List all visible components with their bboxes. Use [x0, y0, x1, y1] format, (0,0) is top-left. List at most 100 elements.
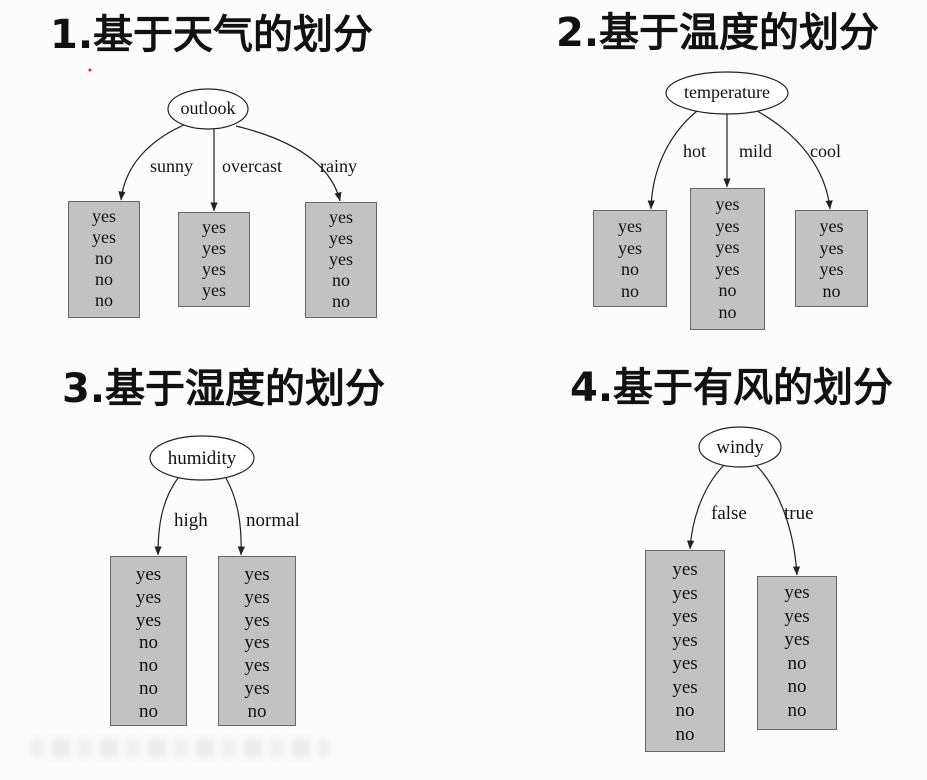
leaf-item-yes: yes: [329, 228, 353, 248]
leaf-item-yes: yes: [715, 258, 740, 279]
leaf-item-yes: yes: [672, 653, 698, 674]
leaf-item-yes: yes: [202, 259, 226, 279]
leaf-item-yes: yes: [244, 655, 270, 677]
leaf-item-no: no: [621, 280, 639, 301]
arrow-sunny: [118, 124, 185, 201]
leaf-item-no: no: [332, 270, 350, 290]
leaf-item-yes: yes: [202, 217, 226, 237]
leaf-item-yes: yes: [92, 206, 116, 226]
tree-temperature: temperature hot mild cool: [647, 71, 841, 210]
node-label-temperature: temperature: [684, 82, 770, 102]
panel-title: 4.基于有风的划分: [570, 365, 894, 411]
leaf-item-yes: yes: [618, 237, 642, 258]
leaf-item-yes: yes: [92, 227, 116, 247]
red-dot: [88, 68, 92, 72]
leaf-item-yes: yes: [784, 605, 810, 627]
leaf-item-yes: yes: [715, 194, 740, 214]
leaf-item-no: no: [718, 280, 737, 301]
tree-outlook: outlook sunny overcast rainy: [118, 88, 357, 212]
leaf-item-yes: yes: [244, 586, 270, 608]
leaf-item-yes: yes: [715, 237, 740, 258]
leaf-item-yes: yes: [202, 238, 226, 258]
tree-windy: windy false true: [686, 426, 814, 576]
leaf-item-yes: yes: [244, 677, 270, 699]
leaf-item-yes: yes: [715, 215, 740, 236]
node-humidity: [149, 435, 255, 481]
leaf-item-yes: yes: [784, 629, 810, 650]
node-outlook: [167, 88, 249, 130]
branch-label-overcast: overcast: [222, 156, 282, 176]
leaf-item-yes: yes: [784, 582, 810, 603]
leaf-item-yes: yes: [202, 280, 226, 300]
arrow-cool: [756, 110, 833, 210]
node-temperature: [665, 71, 789, 115]
branch-label-sunny: sunny: [150, 156, 193, 176]
branch-label-hot: hot: [683, 141, 706, 161]
branch-label-cool: cool: [810, 141, 841, 161]
panel-title: 1.基于天气的划分: [50, 12, 374, 58]
leaf-item-yes: yes: [329, 207, 353, 227]
branch-label-high: high: [174, 510, 208, 531]
arrow-normal: [225, 477, 245, 556]
node-windy: [698, 426, 782, 468]
leaf-item-no: no: [139, 677, 158, 699]
leaf-item-no: no: [332, 291, 350, 311]
leaf-item-yes: yes: [672, 676, 698, 698]
leaf-item-no: no: [718, 301, 737, 322]
arrow-rainy: [235, 125, 342, 202]
leaf-item-no: no: [247, 700, 267, 722]
arrow-false: [686, 464, 725, 550]
panel-title: 2.基于温度的划分: [556, 10, 880, 56]
leaf-item-yes: yes: [329, 249, 353, 269]
panel-title: 3.基于湿度的划分: [62, 366, 386, 412]
leaf-item-yes: yes: [135, 586, 162, 608]
leaf-item-yes: yes: [672, 606, 698, 627]
arrow-true: [755, 464, 801, 576]
leaf-item-yes: yes: [244, 564, 270, 585]
leaf-item-yes: yes: [819, 237, 844, 258]
branch-label-mild: mild: [739, 141, 772, 161]
leaf-item-no: no: [787, 652, 807, 674]
leaf-item-no: no: [95, 248, 113, 268]
blurred-watermark: [30, 738, 330, 758]
leaf-item-no: no: [95, 290, 113, 310]
leaf-item-yes: yes: [244, 632, 270, 654]
leaf-item-no: no: [822, 280, 841, 301]
leaf-item-no: no: [787, 676, 807, 697]
leaf-item-yes: yes: [819, 216, 844, 236]
leaf-item-no: no: [95, 269, 113, 289]
leaf-item-no: no: [621, 259, 639, 280]
leaf-item-no: no: [139, 632, 158, 654]
arrow-high: [154, 477, 179, 556]
leaf-item-yes: yes: [618, 216, 642, 236]
leaf-item-yes: yes: [672, 582, 698, 604]
leaf-item-yes: yes: [672, 629, 698, 651]
branch-label-normal: normal: [246, 510, 300, 531]
branch-label-false: false: [711, 503, 747, 524]
arrow-hot: [647, 110, 698, 210]
branch-label-true: true: [784, 503, 814, 524]
node-label-windy: windy: [716, 437, 764, 458]
branch-label-rainy: rainy: [320, 156, 357, 176]
leaf-item-no: no: [787, 699, 807, 721]
leaf-item-no: no: [139, 655, 158, 677]
leaf-item-yes: yes: [135, 564, 162, 585]
leaf-item-no: no: [139, 700, 158, 722]
leaf-item-yes: yes: [819, 259, 844, 280]
leaf-item-yes: yes: [244, 609, 270, 631]
leaf-item-yes: yes: [672, 559, 698, 580]
tree-humidity: humidity high normal: [149, 435, 300, 556]
leaf-item-no: no: [675, 723, 695, 745]
node-label-humidity: humidity: [168, 448, 237, 469]
